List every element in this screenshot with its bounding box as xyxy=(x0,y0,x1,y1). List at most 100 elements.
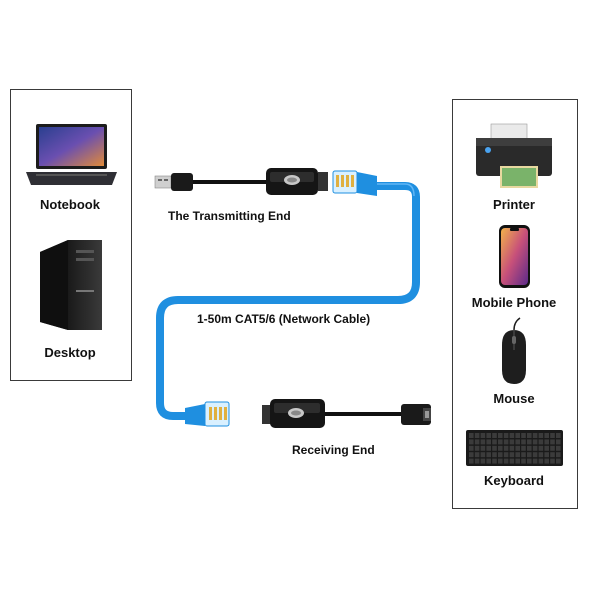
keyboard-key xyxy=(544,439,549,445)
notebook-label: Notebook xyxy=(40,197,100,212)
keyboard-key xyxy=(521,439,526,445)
keyboard-key xyxy=(544,458,549,464)
keyboard-key xyxy=(469,445,474,451)
keyboard-key xyxy=(515,458,520,464)
keyboard-key xyxy=(480,458,486,464)
keyboard-key xyxy=(492,458,497,464)
keyboard-key xyxy=(503,439,509,445)
keyboard-key xyxy=(532,458,538,464)
keyboard-key xyxy=(538,458,544,464)
keyboard-key xyxy=(544,433,549,438)
keyboard-key xyxy=(486,445,491,451)
extender-adapter-icon xyxy=(266,168,328,195)
keyboard-key xyxy=(550,445,555,451)
keyboard-key xyxy=(527,439,532,445)
keyboard-key xyxy=(556,445,561,451)
keyboard-key xyxy=(527,433,532,438)
keyboard-key xyxy=(527,458,532,464)
keyboard-key xyxy=(469,433,474,438)
keyboard-key xyxy=(469,458,474,464)
mouse-label: Mouse xyxy=(493,391,535,406)
keyboard-key xyxy=(469,439,474,445)
keyboard-key xyxy=(556,452,561,458)
keyboard-key xyxy=(509,439,515,445)
mobile-phone-label: Mobile Phone xyxy=(471,295,557,310)
keyboard-key xyxy=(503,433,509,438)
keyboard-key xyxy=(550,439,555,445)
printer-label: Printer xyxy=(493,197,535,212)
keyboard-key xyxy=(503,452,509,458)
keyboard-key xyxy=(480,433,486,438)
keyboard-label: Keyboard xyxy=(484,473,544,488)
keyboard-key xyxy=(515,433,520,438)
keyboard-key xyxy=(532,445,538,451)
keyboard-key xyxy=(474,445,480,451)
keyboard-key xyxy=(498,433,503,438)
keyboard-key xyxy=(556,458,561,464)
desktop-tower-icon xyxy=(40,240,102,330)
keyboard-key xyxy=(544,452,549,458)
keyboard-key xyxy=(480,445,486,451)
keyboard-key xyxy=(469,452,474,458)
keyboard-key xyxy=(492,433,497,438)
transmitting-end-assembly xyxy=(154,168,377,196)
network-cable-label: 1-50m CAT5/6 (Network Cable) xyxy=(197,312,371,326)
keyboard-key xyxy=(538,433,544,438)
keyboard-key xyxy=(480,439,486,445)
keyboard-key xyxy=(521,458,526,464)
rj45-plug-icon xyxy=(185,401,230,427)
keyboard-key xyxy=(509,452,515,458)
keyboard-key xyxy=(492,452,497,458)
usb-female-plug-icon xyxy=(401,404,431,425)
keyboard-key xyxy=(474,439,480,445)
keyboard-key xyxy=(474,452,480,458)
keyboard-key xyxy=(521,433,526,438)
keyboard-key xyxy=(503,458,509,464)
keyboard-key xyxy=(515,445,520,451)
network-cable xyxy=(156,182,420,420)
desktop-label: Desktop xyxy=(44,345,96,360)
keyboard-key xyxy=(498,452,503,458)
usb-male-plug-icon xyxy=(154,173,193,191)
keyboard-key xyxy=(480,452,486,458)
laptop-icon xyxy=(26,124,117,185)
keyboard-key xyxy=(521,452,526,458)
keyboard-key xyxy=(492,445,497,451)
keyboard-key xyxy=(509,433,515,438)
keyboard-key xyxy=(509,458,515,464)
transmitting-end-label: The Transmitting End xyxy=(168,209,291,223)
extender-adapter-icon xyxy=(262,399,325,428)
rj45-plug-icon xyxy=(332,170,377,196)
keyboard-key xyxy=(532,433,538,438)
keyboard-key xyxy=(498,458,503,464)
keyboard-key xyxy=(503,445,509,451)
printer-icon xyxy=(476,123,552,188)
keyboard-key xyxy=(509,445,515,451)
smartphone-icon xyxy=(499,225,530,288)
keyboard-key xyxy=(486,433,491,438)
keyboard-key xyxy=(498,439,503,445)
keyboard-key xyxy=(556,439,561,445)
keyboard-key xyxy=(486,458,491,464)
keyboard-key xyxy=(544,445,549,451)
keyboard-key xyxy=(486,439,491,445)
mouse-icon xyxy=(502,317,526,384)
receiving-end-assembly xyxy=(185,399,431,428)
keyboard-key xyxy=(515,439,520,445)
keyboard-icon xyxy=(466,430,563,466)
keyboard-key xyxy=(521,445,526,451)
keyboard-key xyxy=(538,445,544,451)
keyboard-key xyxy=(550,433,555,438)
keyboard-key xyxy=(532,439,538,445)
keyboard-key xyxy=(515,452,520,458)
keyboard-key xyxy=(527,452,532,458)
keyboard-key xyxy=(492,439,497,445)
keyboard-key xyxy=(474,433,480,438)
keyboard-key xyxy=(527,445,532,451)
keyboard-key xyxy=(486,452,491,458)
keyboard-key xyxy=(538,452,544,458)
keyboard-key xyxy=(474,458,480,464)
keyboard-key xyxy=(550,452,555,458)
keyboard-key xyxy=(532,452,538,458)
